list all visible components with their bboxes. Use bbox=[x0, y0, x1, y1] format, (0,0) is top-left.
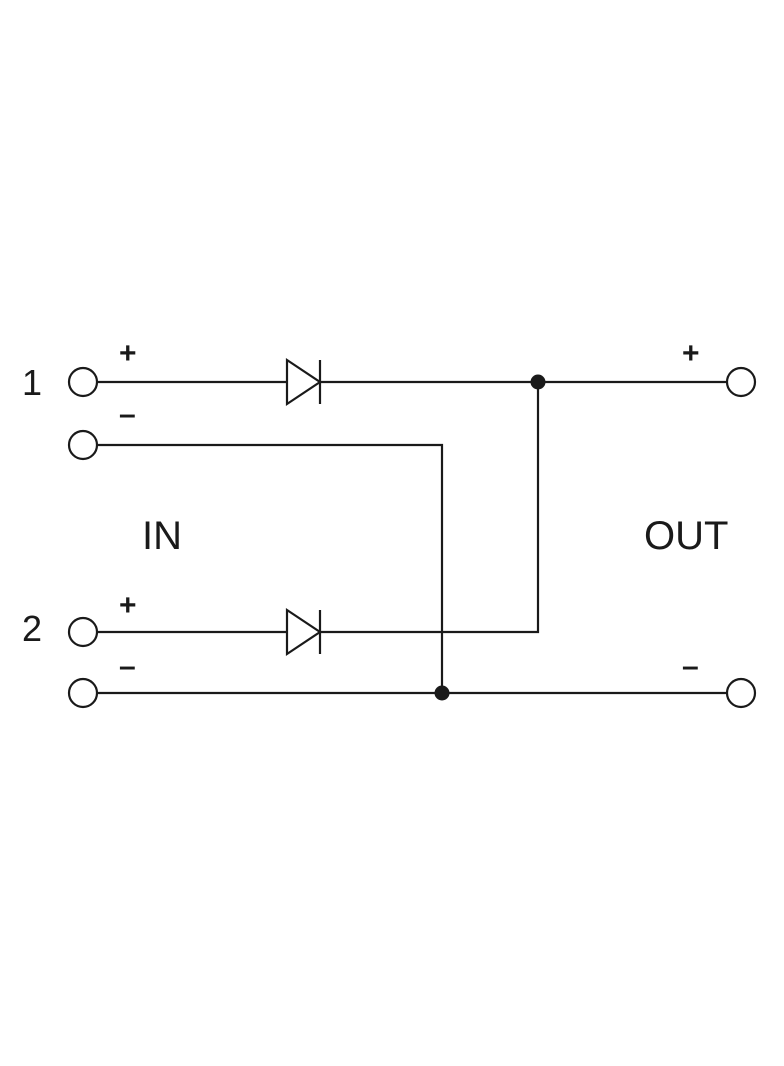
diode-1 bbox=[285, 357, 322, 407]
label-out-minus: – bbox=[682, 650, 699, 683]
wire-in1-minus bbox=[97, 443, 444, 693]
label-out-plus: + bbox=[682, 337, 700, 370]
label-in1-plus: + bbox=[119, 337, 137, 370]
terminal-in1-plus bbox=[67, 366, 99, 398]
wire-in2-plus bbox=[97, 382, 540, 634]
label-in: IN bbox=[142, 514, 182, 558]
diode-2 bbox=[285, 607, 322, 657]
terminal-out-plus bbox=[725, 366, 757, 398]
label-out: OUT bbox=[644, 514, 728, 558]
label-input-1: 1 bbox=[22, 362, 42, 403]
terminal-out-minus bbox=[725, 677, 757, 709]
label-input-2: 2 bbox=[22, 608, 42, 649]
junction-plus bbox=[530, 374, 546, 390]
terminal-in2-plus bbox=[67, 616, 99, 648]
terminal-in2-minus bbox=[67, 677, 99, 709]
label-in2-plus: + bbox=[119, 589, 137, 622]
junction-minus bbox=[434, 685, 450, 701]
terminal-in1-minus bbox=[67, 429, 99, 461]
label-in1-minus: – bbox=[119, 398, 136, 431]
label-in2-minus: – bbox=[119, 650, 136, 683]
